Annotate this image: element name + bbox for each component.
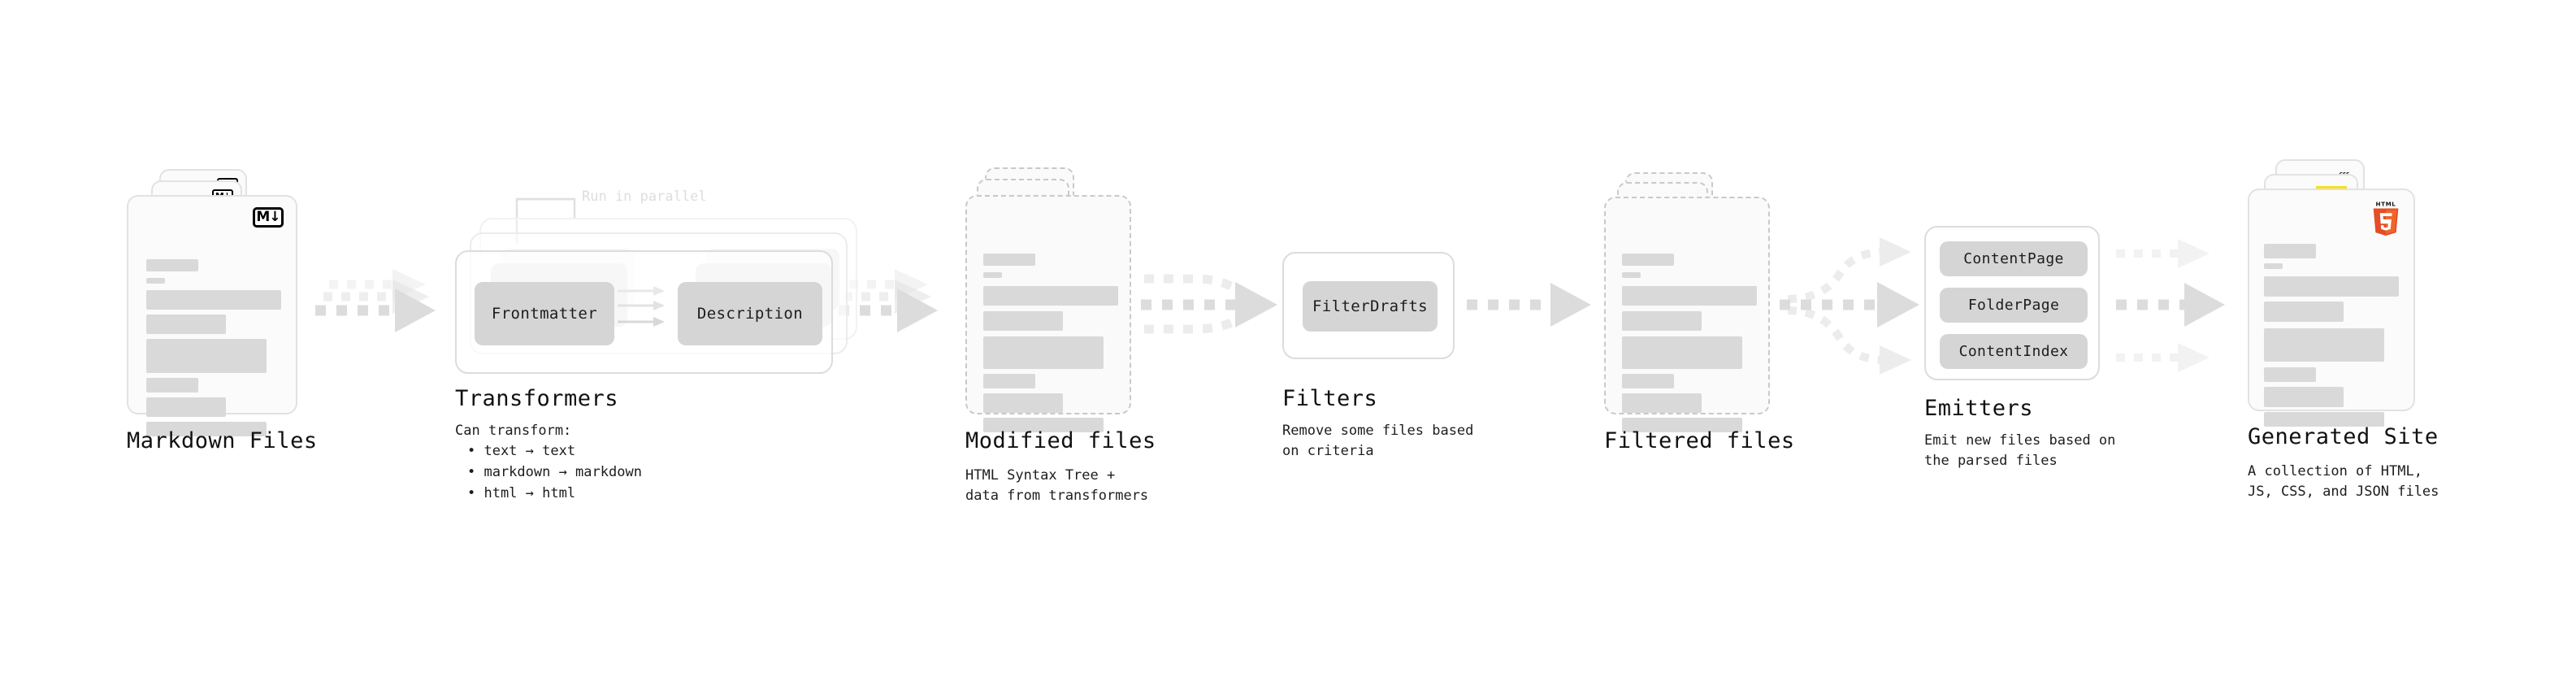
skeleton-bar (1622, 374, 1674, 388)
connector-filtered-to-emitters (1780, 237, 1919, 375)
skeleton-bar (146, 339, 267, 373)
skeleton-bar (983, 286, 1118, 306)
transformers-box-front: Frontmatter Description (455, 250, 833, 374)
stage-title-filtered-files: Filtered files (1604, 428, 1795, 453)
stage-title-generated-site: Generated Site (2248, 424, 2439, 449)
markdown-badge-icon: M↓ (253, 207, 284, 228)
stage-title-filters: Filters (1282, 386, 1378, 411)
skeleton-bar (983, 418, 1104, 432)
skeleton-bar (2264, 412, 2384, 427)
run-in-parallel-label: Run in parallel (582, 189, 707, 205)
emitters-subtitle: Emit new files based on the parsed files (1924, 432, 2116, 469)
skeleton-bar (146, 314, 226, 334)
skeleton-bar (146, 378, 198, 393)
emitters-box: ContentPage FolderPage ContentIndex (1924, 226, 2100, 380)
skeleton-bar (2264, 263, 2283, 269)
skeleton-bar (146, 422, 267, 436)
skeleton-bar (1622, 286, 1757, 306)
skeleton-bar (1622, 272, 1641, 278)
markdown-card-front: M↓ (127, 195, 297, 436)
skeleton-bar (1622, 418, 1742, 432)
emitter-chip-folderpage[interactable]: FolderPage (1940, 288, 2088, 323)
skeleton-bar (1622, 336, 1742, 369)
skeleton-bar (2264, 301, 2344, 322)
transformers-bullet-2: • html → html (467, 485, 576, 501)
skeleton-bar (146, 290, 281, 310)
connector-filters-to-filtered (1467, 283, 1591, 327)
site-card-front: HTML (2248, 189, 2415, 427)
transformers-bullet-1: • markdown → markdown (467, 464, 642, 480)
skeleton-bar (983, 272, 1002, 278)
svg-text:HTML: HTML (2376, 201, 2396, 208)
skeleton-bar (2264, 328, 2384, 362)
stage-title-modified-files: Modified files (965, 428, 1156, 453)
stage-title-transformers: Transformers (455, 386, 619, 411)
skeleton-bar (1622, 311, 1702, 331)
skeleton-bar (146, 259, 198, 271)
generated-site-subtitle: A collection of HTML, JS, CSS, and JSON … (2248, 463, 2439, 500)
emitter-chip-contentpage[interactable]: ContentPage (1940, 241, 2088, 276)
skeleton-bar (146, 278, 165, 284)
transformer-chip-frontmatter[interactable]: Frontmatter (475, 282, 614, 345)
transformers-subtitle: Can transform: (455, 423, 572, 439)
transformers-bullet-0: • text → text (467, 443, 576, 459)
stage-title-emitters: Emitters (1924, 396, 2034, 421)
modified-files-subtitle: HTML Syntax Tree + data from transformer… (965, 467, 1149, 504)
skeleton-bar (983, 254, 1035, 266)
connector-markdown-to-transformers (315, 269, 436, 332)
modified-card-front (965, 195, 1131, 432)
filter-chip-filterdrafts[interactable]: FilterDrafts (1303, 281, 1438, 332)
skeleton-bar (2264, 367, 2316, 382)
stage-title-markdown-files: Markdown Files (127, 428, 318, 453)
skeleton-bar (1622, 254, 1674, 266)
skeleton-bar (983, 374, 1035, 388)
skeleton-bar (2264, 276, 2399, 297)
skeleton-bar (983, 393, 1063, 413)
skeleton-bar (146, 397, 226, 417)
filtered-card-front (1604, 197, 1770, 432)
filters-subtitle: Remove some files based on criteria (1282, 423, 1474, 459)
emitter-chip-contentindex[interactable]: ContentIndex (1940, 334, 2088, 369)
connector-modified-to-filters (1141, 274, 1277, 334)
filters-box: FilterDrafts (1282, 252, 1455, 359)
skeleton-bar (2264, 387, 2344, 407)
connector-emitters-to-site (2116, 239, 2225, 372)
transformer-inner-arrows (618, 286, 665, 327)
skeleton-bar (1622, 393, 1702, 413)
html5-icon: HTML (2373, 201, 2399, 236)
skeleton-bar (983, 336, 1104, 369)
skeleton-bar (2264, 244, 2316, 258)
transformer-chip-description[interactable]: Description (678, 282, 822, 345)
skeleton-bar (983, 311, 1063, 331)
